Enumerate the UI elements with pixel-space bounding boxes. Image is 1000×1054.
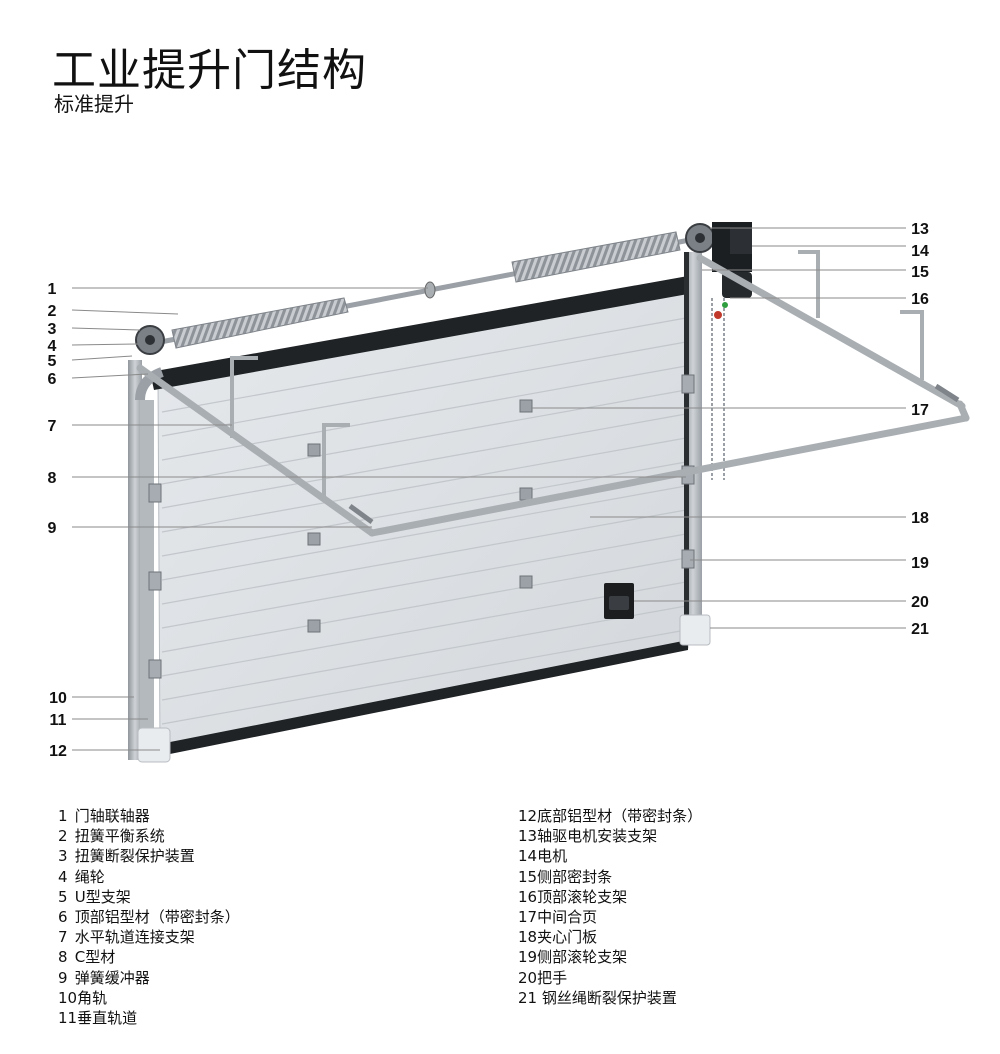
callout-1: 1 — [48, 281, 57, 298]
callout-7: 7 — [48, 418, 57, 435]
page-subtitle: 标准提升 — [54, 92, 134, 116]
callout-4: 4 — [48, 338, 57, 355]
callout-12: 12 — [49, 743, 67, 760]
legend-item: 20把手 — [518, 968, 568, 987]
spring-balance-system — [149, 231, 701, 349]
callout-19: 19 — [911, 555, 929, 572]
legend-item: 15侧部密封条 — [518, 867, 613, 886]
legend-item: 12底部铝型材（带密封条） — [518, 807, 703, 825]
spring-bumpers — [348, 383, 960, 525]
chain — [711, 298, 728, 480]
legend-item: 9 弹簧缓冲器 — [58, 968, 150, 987]
legend-item: 6 顶部铝型材（带密封条） — [58, 908, 240, 927]
callout-3: 3 — [48, 321, 57, 338]
legend-item: 21 钢丝绳断裂保护装置 — [518, 988, 677, 1007]
callout-numbers-right: 13 14 15 16 17 18 19 20 21 — [911, 221, 929, 638]
left-cable-drum — [135, 325, 165, 355]
legend-item: 18夹心门板 — [518, 928, 598, 947]
callout-9: 9 — [48, 520, 57, 537]
door-diagram: 1 2 3 4 5 6 7 8 9 10 11 12 13 14 15 16 1… — [48, 221, 970, 763]
callout-numbers-left: 1 2 3 4 5 6 7 8 9 10 11 12 — [48, 281, 67, 760]
horizontal-tracks — [136, 254, 970, 537]
legend-item: 11垂直轨道 — [58, 1009, 138, 1028]
legend-item: 3 扭簧断裂保护装置 — [58, 847, 195, 866]
callout-5: 5 — [48, 353, 57, 370]
legend-item: 4 绳轮 — [58, 867, 105, 886]
legend-item: 16顶部滚轮支架 — [518, 887, 628, 906]
page-title: 工业提升门结构 — [52, 45, 367, 96]
legend-item: 10角轨 — [58, 988, 108, 1007]
sandwich-door-panel — [150, 276, 689, 756]
callout-16: 16 — [911, 291, 929, 308]
callout-13: 13 — [911, 221, 929, 238]
legend-item: 17中间合页 — [518, 908, 598, 927]
callout-20: 20 — [911, 594, 929, 611]
legend-left: 1 门轴联轴器 2 扭簧平衡系统 3 扭簧断裂保护装置 4 绳轮 5 U型支架 … — [58, 806, 240, 1028]
right-cable-drum — [685, 223, 715, 253]
hanger-brackets — [230, 250, 924, 500]
callout-18: 18 — [911, 510, 929, 527]
legend-item: 13轴驱电机安装支架 — [518, 827, 658, 846]
callout-15: 15 — [911, 264, 929, 281]
legend-item: 8 C型材 — [58, 948, 116, 967]
motor — [712, 222, 752, 298]
callout-11: 11 — [50, 712, 67, 729]
callout-6: 6 — [48, 371, 57, 388]
leader-lines — [71, 227, 906, 751]
callout-10: 10 — [49, 690, 67, 707]
callout-21: 21 — [911, 621, 929, 638]
middle-hinges — [307, 399, 533, 633]
legend-item: 19侧部滚轮支架 — [518, 948, 628, 967]
callout-14: 14 — [911, 243, 929, 260]
callout-2: 2 — [48, 303, 57, 320]
legend-item: 7 水平轨道连接支架 — [58, 928, 195, 947]
legend-item: 2 扭簧平衡系统 — [58, 827, 165, 846]
legend-item: 5 U型支架 — [58, 887, 131, 906]
callout-17: 17 — [911, 402, 929, 419]
left-frame — [128, 360, 171, 763]
legend-right: 12底部铝型材（带密封条） 13轴驱电机安装支架 14电机 15侧部密封条 16… — [518, 806, 702, 1008]
handle — [604, 583, 634, 619]
right-vertical-track — [679, 252, 711, 646]
legend-item: 14电机 — [518, 847, 568, 866]
legend-item: 1 门轴联轴器 — [58, 807, 150, 825]
callout-8: 8 — [48, 470, 57, 487]
